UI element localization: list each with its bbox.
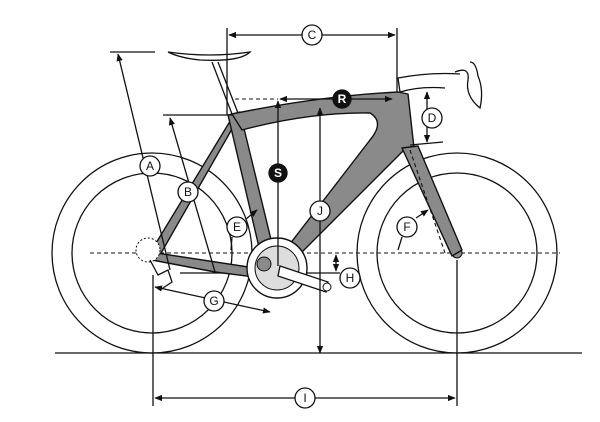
handlebar xyxy=(454,61,483,110)
saddle xyxy=(167,51,252,61)
label-d: D xyxy=(421,107,443,129)
cassette xyxy=(135,237,161,263)
fork xyxy=(401,145,463,257)
crankset xyxy=(246,237,332,299)
seatpost xyxy=(211,61,239,115)
label-e: E xyxy=(226,216,248,238)
label-i: I xyxy=(294,387,316,409)
seat-tube xyxy=(227,111,276,261)
svg-text:B: B xyxy=(184,185,192,199)
svg-text:F: F xyxy=(403,220,410,234)
svg-text:C: C xyxy=(308,28,317,42)
label-c: C xyxy=(301,24,323,46)
stem xyxy=(397,72,461,93)
label-g: G xyxy=(203,290,225,312)
svg-text:R: R xyxy=(338,92,347,106)
svg-text:H: H xyxy=(346,271,355,285)
label-r: R xyxy=(332,89,352,109)
svg-text:A: A xyxy=(146,159,154,173)
label-j: J xyxy=(309,200,331,222)
svg-text:D: D xyxy=(428,111,437,125)
stem-lower xyxy=(399,86,446,93)
svg-text:J: J xyxy=(317,204,323,218)
svg-text:G: G xyxy=(209,294,218,308)
svg-text:E: E xyxy=(233,220,241,234)
label-b: B xyxy=(177,181,199,203)
svg-text:I: I xyxy=(303,391,306,405)
label-h: H xyxy=(339,267,361,289)
dimension-e-arrows xyxy=(230,210,257,251)
svg-text:S: S xyxy=(274,166,282,180)
derailleur xyxy=(149,259,173,291)
label-f: F xyxy=(396,216,418,238)
label-a: A xyxy=(139,155,161,177)
label-s: S xyxy=(268,163,288,183)
dimension-f-arrows xyxy=(397,210,428,251)
